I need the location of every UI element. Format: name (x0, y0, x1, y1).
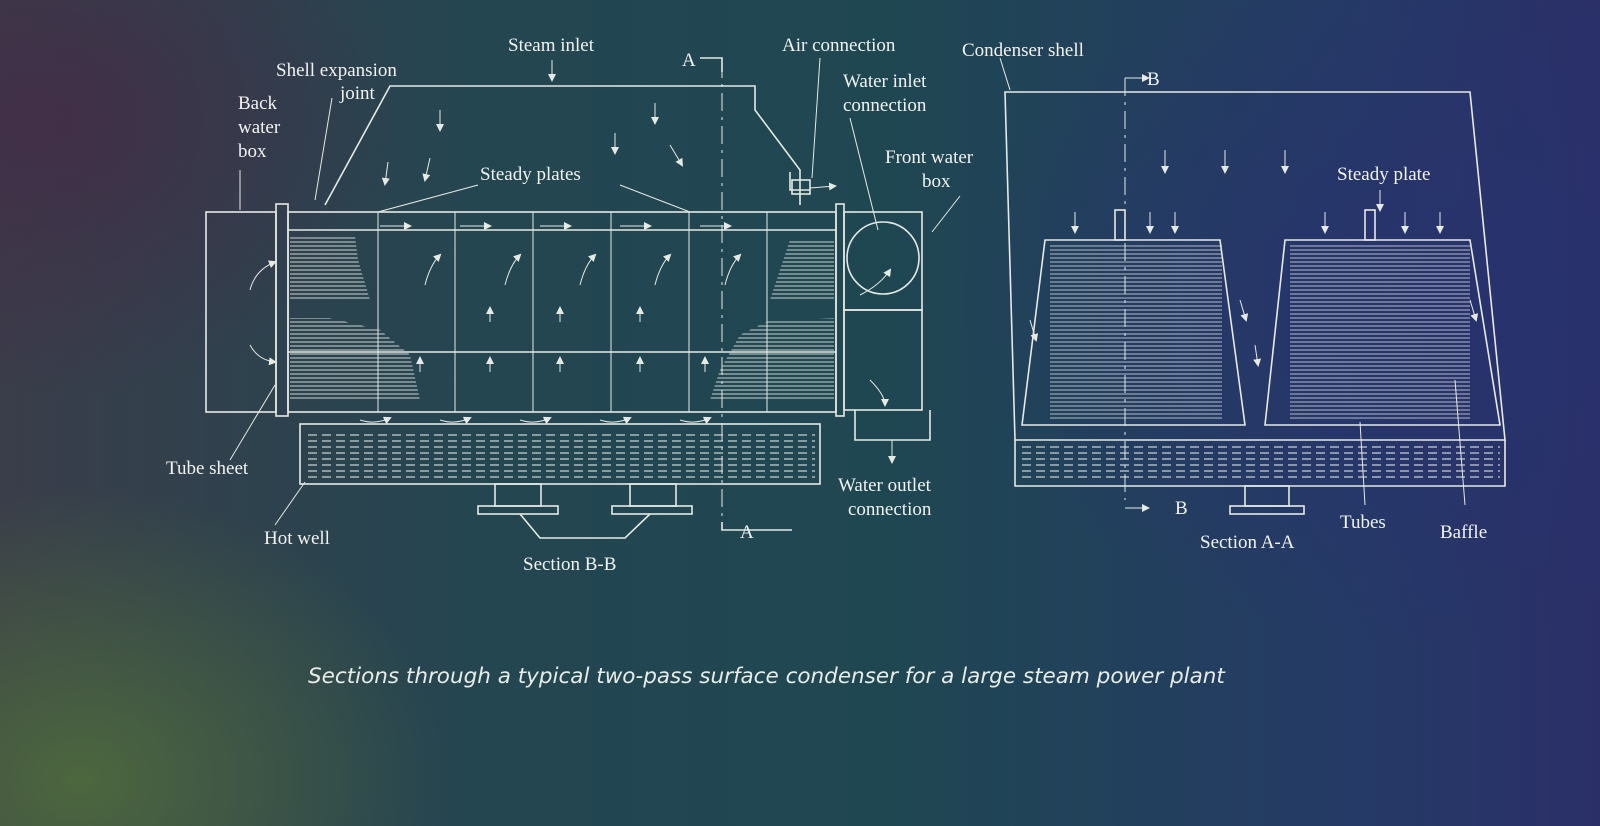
label-section-marker-b-top: B (1147, 69, 1160, 90)
label-steady-plate: Steady plate (1337, 164, 1430, 185)
section-b-b-drawing (205, 57, 961, 539)
flow-arrows-section (1029, 150, 1479, 367)
label-section-marker-a-bottom: A (740, 522, 754, 543)
tube-bundle-left (290, 236, 420, 400)
label-tubes: Tubes (1340, 512, 1386, 533)
tube-sheet-right (835, 203, 845, 417)
diagram-caption: Sections through a typical two-pass surf… (308, 664, 1226, 689)
labels: Steam inlet A Air connection Condenser s… (166, 35, 1487, 689)
tube-bundle-left-section (1021, 239, 1246, 426)
label-front-water-box: Front water (885, 147, 974, 168)
label-section-b-b: Section B-B (523, 554, 616, 575)
label-water-outlet-connection-2: connection (848, 499, 932, 520)
label-hot-well: Hot well (264, 528, 330, 549)
hot-well (299, 423, 821, 485)
label-back-water-box-3: box (238, 141, 267, 162)
label-baffle: Baffle (1440, 522, 1487, 543)
back-water-box (205, 211, 277, 413)
flow-arrows (249, 60, 896, 464)
leader-lines-left (229, 57, 961, 526)
label-shell-expansion-joint-2: joint (339, 83, 376, 104)
label-front-water-box-2: box (922, 171, 951, 192)
front-water-box (843, 211, 923, 311)
label-shell-expansion-joint: Shell expansion (276, 60, 397, 81)
water-inlet-opening (846, 221, 920, 295)
steady-plate-rod-left (1114, 209, 1126, 241)
label-condenser-shell: Condenser shell (962, 40, 1084, 61)
label-steady-plates: Steady plates (480, 164, 581, 185)
support-feet (477, 483, 693, 539)
label-tube-sheet: Tube sheet (166, 458, 249, 479)
steady-plates-vertical (377, 212, 768, 412)
steam-dome (324, 85, 801, 206)
label-water-inlet-connection: Water inlet (843, 71, 927, 92)
section-a-a-drawing (999, 57, 1506, 515)
steady-plate-rod-right (1364, 209, 1376, 241)
tube-bundle-right-section (1264, 239, 1501, 426)
label-water-inlet-connection-2: connection (843, 95, 927, 116)
label-section-marker-a-top: A (682, 50, 696, 71)
label-section-marker-b-bottom: B (1175, 498, 1188, 519)
label-section-a-a: Section A-A (1200, 532, 1295, 553)
label-water-outlet-connection: Water outlet (838, 475, 932, 496)
label-back-water-box-2: water (238, 117, 281, 138)
tube-bundle-right (710, 240, 834, 400)
tube-sheet-left (275, 203, 289, 417)
label-steam-inlet: Steam inlet (508, 35, 595, 56)
label-air-connection: Air connection (782, 35, 896, 56)
label-back-water-box: Back (238, 93, 278, 114)
